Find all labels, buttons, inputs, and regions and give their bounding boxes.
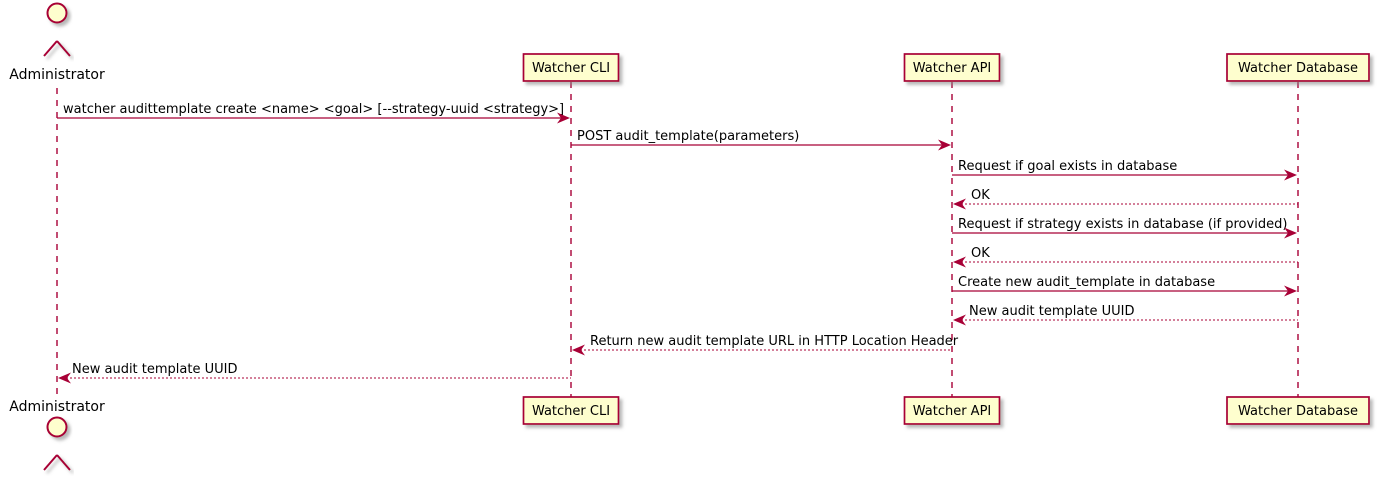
arrowhead — [953, 314, 966, 326]
participant-watcher-api-top: Watcher API — [903, 53, 1001, 82]
message-label: Request if goal exists in database — [958, 159, 1177, 174]
message-label: OK — [971, 188, 990, 203]
actor-administrator-top: Administrator — [9, 2, 105, 83]
arrowhead — [953, 256, 966, 268]
participant-watcher-cli-bottom: Watcher CLI — [522, 396, 620, 425]
participant-watcher-api-bottom: Watcher API — [903, 396, 1001, 425]
participant-label: Watcher CLI — [532, 61, 610, 76]
message-label: POST audit_template(parameters) — [577, 129, 799, 144]
message-8: New audit template UUID — [953, 304, 1298, 326]
message-2: POST audit_template(parameters) — [571, 129, 951, 151]
participant-watcher-cli-top: Watcher CLI — [522, 53, 620, 82]
message-label: Request if strategy exists in database (… — [958, 217, 1287, 232]
message-6: OK — [953, 246, 1298, 268]
arrowhead — [58, 372, 71, 384]
arrowhead — [557, 112, 570, 124]
message-label: OK — [971, 246, 990, 261]
message-1: watcher audittemplate create <name> <goa… — [57, 102, 570, 124]
message-10: New audit template UUID — [58, 362, 571, 384]
arrowhead — [953, 198, 966, 210]
actor-label: Administrator — [9, 67, 105, 83]
message-label: Create new audit_template in database — [958, 275, 1215, 290]
participant-label: Watcher API — [913, 404, 992, 419]
participant-label: Watcher API — [913, 61, 992, 76]
actor-administrator-bottom: Administrator — [9, 399, 105, 471]
arrowhead — [1284, 227, 1297, 239]
arrowhead — [1284, 169, 1297, 181]
person-icon — [41, 416, 73, 471]
participant-label: Watcher Database — [1238, 61, 1358, 76]
message-label: Return new audit template URL in HTTP Lo… — [590, 334, 959, 349]
message-9: Return new audit template URL in HTTP Lo… — [572, 334, 959, 356]
message-4: OK — [953, 188, 1298, 210]
participant-label: Watcher Database — [1238, 404, 1358, 419]
participant-label: Watcher CLI — [532, 404, 610, 419]
message-5: Request if strategy exists in database (… — [952, 217, 1297, 239]
arrowhead — [572, 344, 585, 356]
message-7: Create new audit_template in database — [952, 275, 1297, 297]
message-label: watcher audittemplate create <name> <goa… — [63, 102, 564, 117]
message-label: New audit template UUID — [969, 304, 1134, 319]
person-icon — [41, 2, 73, 57]
participant-watcher-database-top: Watcher Database — [1226, 53, 1370, 82]
arrowhead — [1284, 285, 1297, 297]
arrowhead — [938, 139, 951, 151]
message-label: New audit template UUID — [72, 362, 237, 377]
actor-label: Administrator — [9, 399, 105, 415]
message-3: Request if goal exists in database — [952, 159, 1297, 181]
participant-watcher-database-bottom: Watcher Database — [1226, 396, 1370, 425]
